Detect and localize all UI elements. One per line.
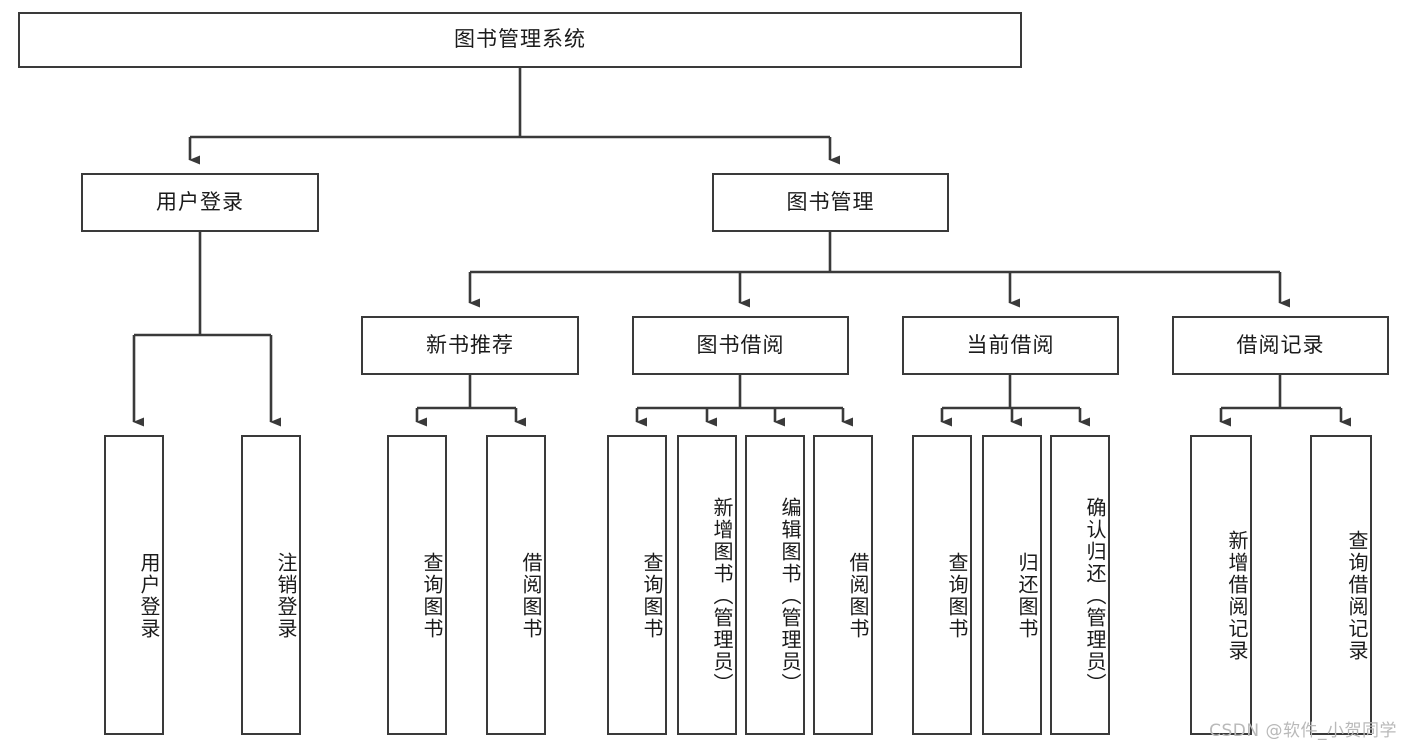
leaf-logout-login-label: 注销登录 — [274, 552, 298, 640]
node-new-book-recommend-label: 新书推荐 — [426, 332, 514, 357]
leaf-borrow-book-recommend[interactable]: 借阅图书 — [486, 435, 546, 735]
leaf-edit-book-admin[interactable]: 编辑图书（管理员） — [745, 435, 805, 735]
leaf-confirm-return-admin-label: 确认归还（管理员） — [1083, 497, 1107, 695]
node-user-login-label: 用户登录 — [156, 189, 244, 214]
leaf-confirm-return-admin[interactable]: 确认归还（管理员） — [1050, 435, 1110, 735]
leaf-query-book-current[interactable]: 查询图书 — [912, 435, 972, 735]
node-borrow-record-label: 借阅记录 — [1236, 332, 1325, 357]
leaf-query-borrow-record[interactable]: 查询借阅记录 — [1310, 435, 1372, 735]
watermark: CSDN @软件_小贺同学 — [1209, 721, 1397, 741]
node-current-borrow[interactable]: 当前借阅 — [902, 316, 1119, 375]
node-book-management[interactable]: 图书管理 — [712, 173, 949, 232]
leaf-query-book-borrow-label: 查询图书 — [640, 552, 664, 640]
node-borrow-record[interactable]: 借阅记录 — [1172, 316, 1389, 375]
leaf-user-login[interactable]: 用户登录 — [104, 435, 164, 735]
node-user-login[interactable]: 用户登录 — [81, 173, 319, 232]
node-book-management-label: 图书管理 — [786, 189, 875, 214]
node-book-borrow[interactable]: 图书借阅 — [632, 316, 849, 375]
leaf-add-book-admin-label: 新增图书（管理员） — [710, 497, 734, 695]
leaf-borrow-book-label: 借阅图书 — [846, 552, 870, 640]
leaf-logout-login[interactable]: 注销登录 — [241, 435, 301, 735]
node-new-book-recommend[interactable]: 新书推荐 — [361, 316, 579, 375]
node-root[interactable]: 图书管理系统 — [18, 12, 1022, 68]
leaf-query-book-recommend-label: 查询图书 — [420, 552, 444, 640]
leaf-add-borrow-record-label: 新增借阅记录 — [1225, 530, 1249, 662]
leaf-add-book-admin[interactable]: 新增图书（管理员） — [677, 435, 737, 735]
leaf-add-borrow-record[interactable]: 新增借阅记录 — [1190, 435, 1252, 735]
node-current-borrow-label: 当前借阅 — [966, 332, 1055, 357]
leaf-query-book-current-label: 查询图书 — [945, 552, 969, 640]
leaf-borrow-book[interactable]: 借阅图书 — [813, 435, 873, 735]
leaf-edit-book-admin-label: 编辑图书（管理员） — [778, 497, 802, 695]
leaf-borrow-book-recommend-label: 借阅图书 — [519, 552, 543, 640]
leaf-query-borrow-record-label: 查询借阅记录 — [1345, 530, 1369, 662]
leaf-user-login-label: 用户登录 — [137, 552, 161, 640]
leaf-return-book-label: 归还图书 — [1015, 552, 1039, 640]
node-root-label: 图书管理系统 — [454, 27, 586, 52]
leaf-query-book-recommend[interactable]: 查询图书 — [387, 435, 447, 735]
leaf-return-book[interactable]: 归还图书 — [982, 435, 1042, 735]
leaf-query-book-borrow[interactable]: 查询图书 — [607, 435, 667, 735]
node-book-borrow-label: 图书借阅 — [696, 332, 785, 357]
